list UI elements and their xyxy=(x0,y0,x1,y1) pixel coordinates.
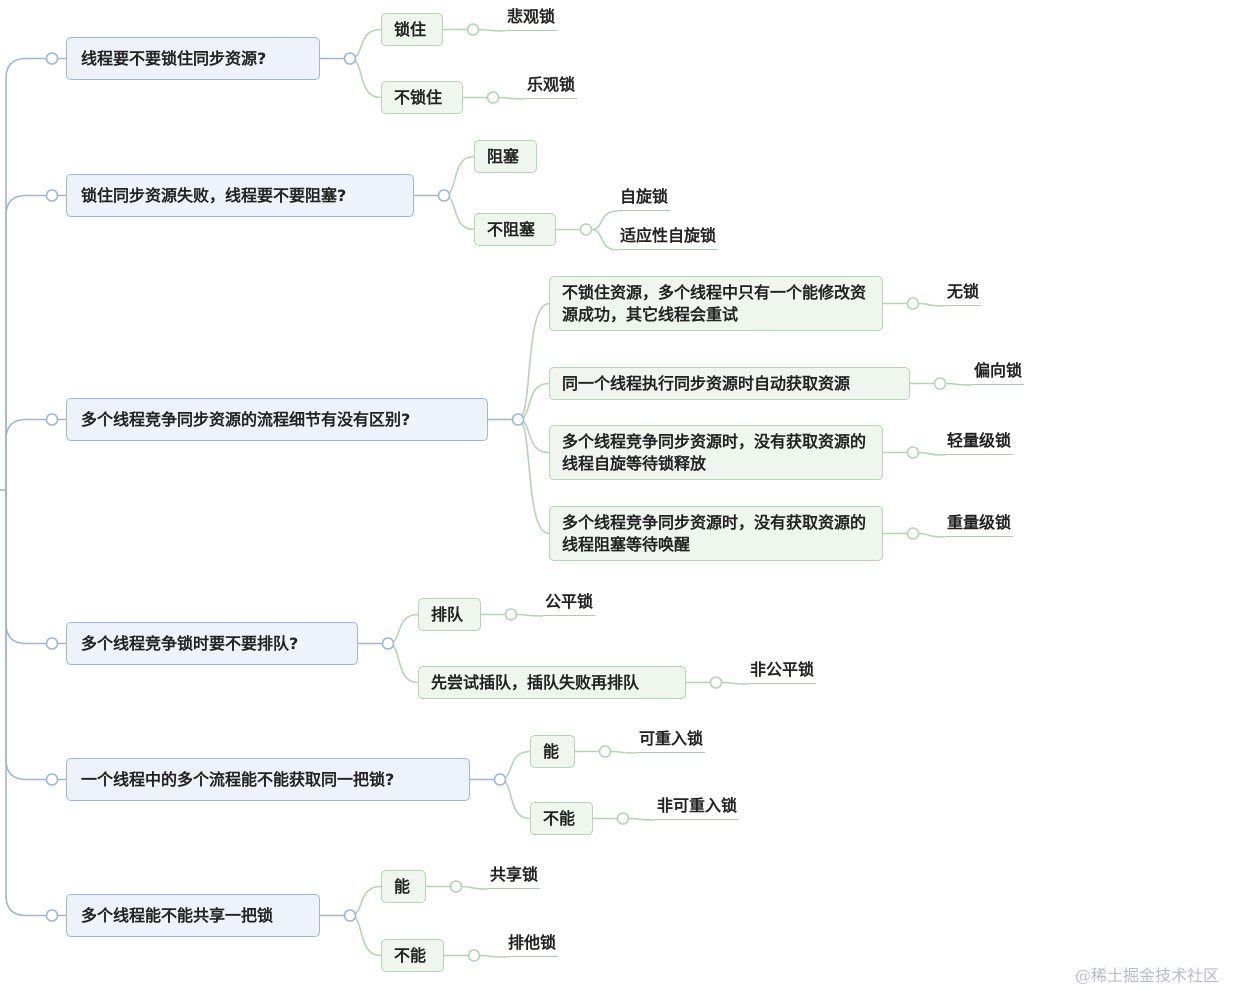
branch-no-lock[interactable]: 不锁住 xyxy=(381,81,463,114)
question-queueing[interactable]: 多个线程竞争锁时要不要排队? xyxy=(66,622,358,665)
leaf-shared-lock[interactable]: 共享锁 xyxy=(488,864,541,889)
watermark: @稀土掘金技术社区 xyxy=(1075,966,1220,985)
leaf-adaptive-spin-lock[interactable]: 适应性自旋锁 xyxy=(618,225,719,250)
branch-no-block[interactable]: 不阻塞 xyxy=(474,213,556,246)
branch-block[interactable]: 阻塞 xyxy=(474,140,537,173)
branch-spin-wait[interactable]: 多个线程竞争同步资源时，没有获取资源的线程自旋等待锁释放 xyxy=(549,425,883,480)
leaf-biased-lock[interactable]: 偏向锁 xyxy=(972,360,1025,385)
branch-cannot-share[interactable]: 不能 xyxy=(381,939,444,972)
question-block-on-fail[interactable]: 锁住同步资源失败，线程要不要阻塞? xyxy=(66,174,414,217)
branch-block-wait[interactable]: 多个线程竞争同步资源时，没有获取资源的线程阻塞等待唤醒 xyxy=(549,506,883,561)
leaf-optimistic-lock[interactable]: 乐观锁 xyxy=(525,74,578,99)
leaf-lightweight-lock[interactable]: 轻量级锁 xyxy=(945,430,1014,455)
branch-same-thread[interactable]: 同一个线程执行同步资源时自动获取资源 xyxy=(549,367,910,400)
branch-cannot[interactable]: 不能 xyxy=(530,802,593,835)
question-flow-difference[interactable]: 多个线程竞争同步资源的流程细节有没有区别? xyxy=(66,398,488,441)
branch-try-cut-in[interactable]: 先尝试插队，插队失败再排队 xyxy=(418,666,686,699)
branch-no-lock-retry[interactable]: 不锁住资源，多个线程中只有一个能修改资源成功，其它线程会重试 xyxy=(549,276,883,331)
leaf-fair-lock[interactable]: 公平锁 xyxy=(543,591,596,616)
leaf-spin-lock[interactable]: 自旋锁 xyxy=(618,186,671,211)
leaf-non-reentrant-lock[interactable]: 非可重入锁 xyxy=(655,795,740,820)
branch-can-share[interactable]: 能 xyxy=(381,870,426,903)
branch-queue[interactable]: 排队 xyxy=(418,598,481,631)
branch-lock[interactable]: 锁住 xyxy=(381,13,443,46)
branch-can[interactable]: 能 xyxy=(530,735,575,768)
question-reentrant[interactable]: 一个线程中的多个流程能不能获取同一把锁? xyxy=(66,758,470,801)
leaf-no-lock[interactable]: 无锁 xyxy=(945,281,982,306)
leaf-reentrant-lock[interactable]: 可重入锁 xyxy=(637,728,706,753)
question-lock-resource[interactable]: 线程要不要锁住同步资源? xyxy=(66,37,320,80)
leaf-unfair-lock[interactable]: 非公平锁 xyxy=(748,659,817,684)
leaf-pessimistic-lock[interactable]: 悲观锁 xyxy=(505,6,558,31)
leaf-heavyweight-lock[interactable]: 重量级锁 xyxy=(945,512,1014,537)
question-sharing[interactable]: 多个线程能不能共享一把锁 xyxy=(66,894,320,937)
leaf-exclusive-lock[interactable]: 排他锁 xyxy=(506,932,559,957)
